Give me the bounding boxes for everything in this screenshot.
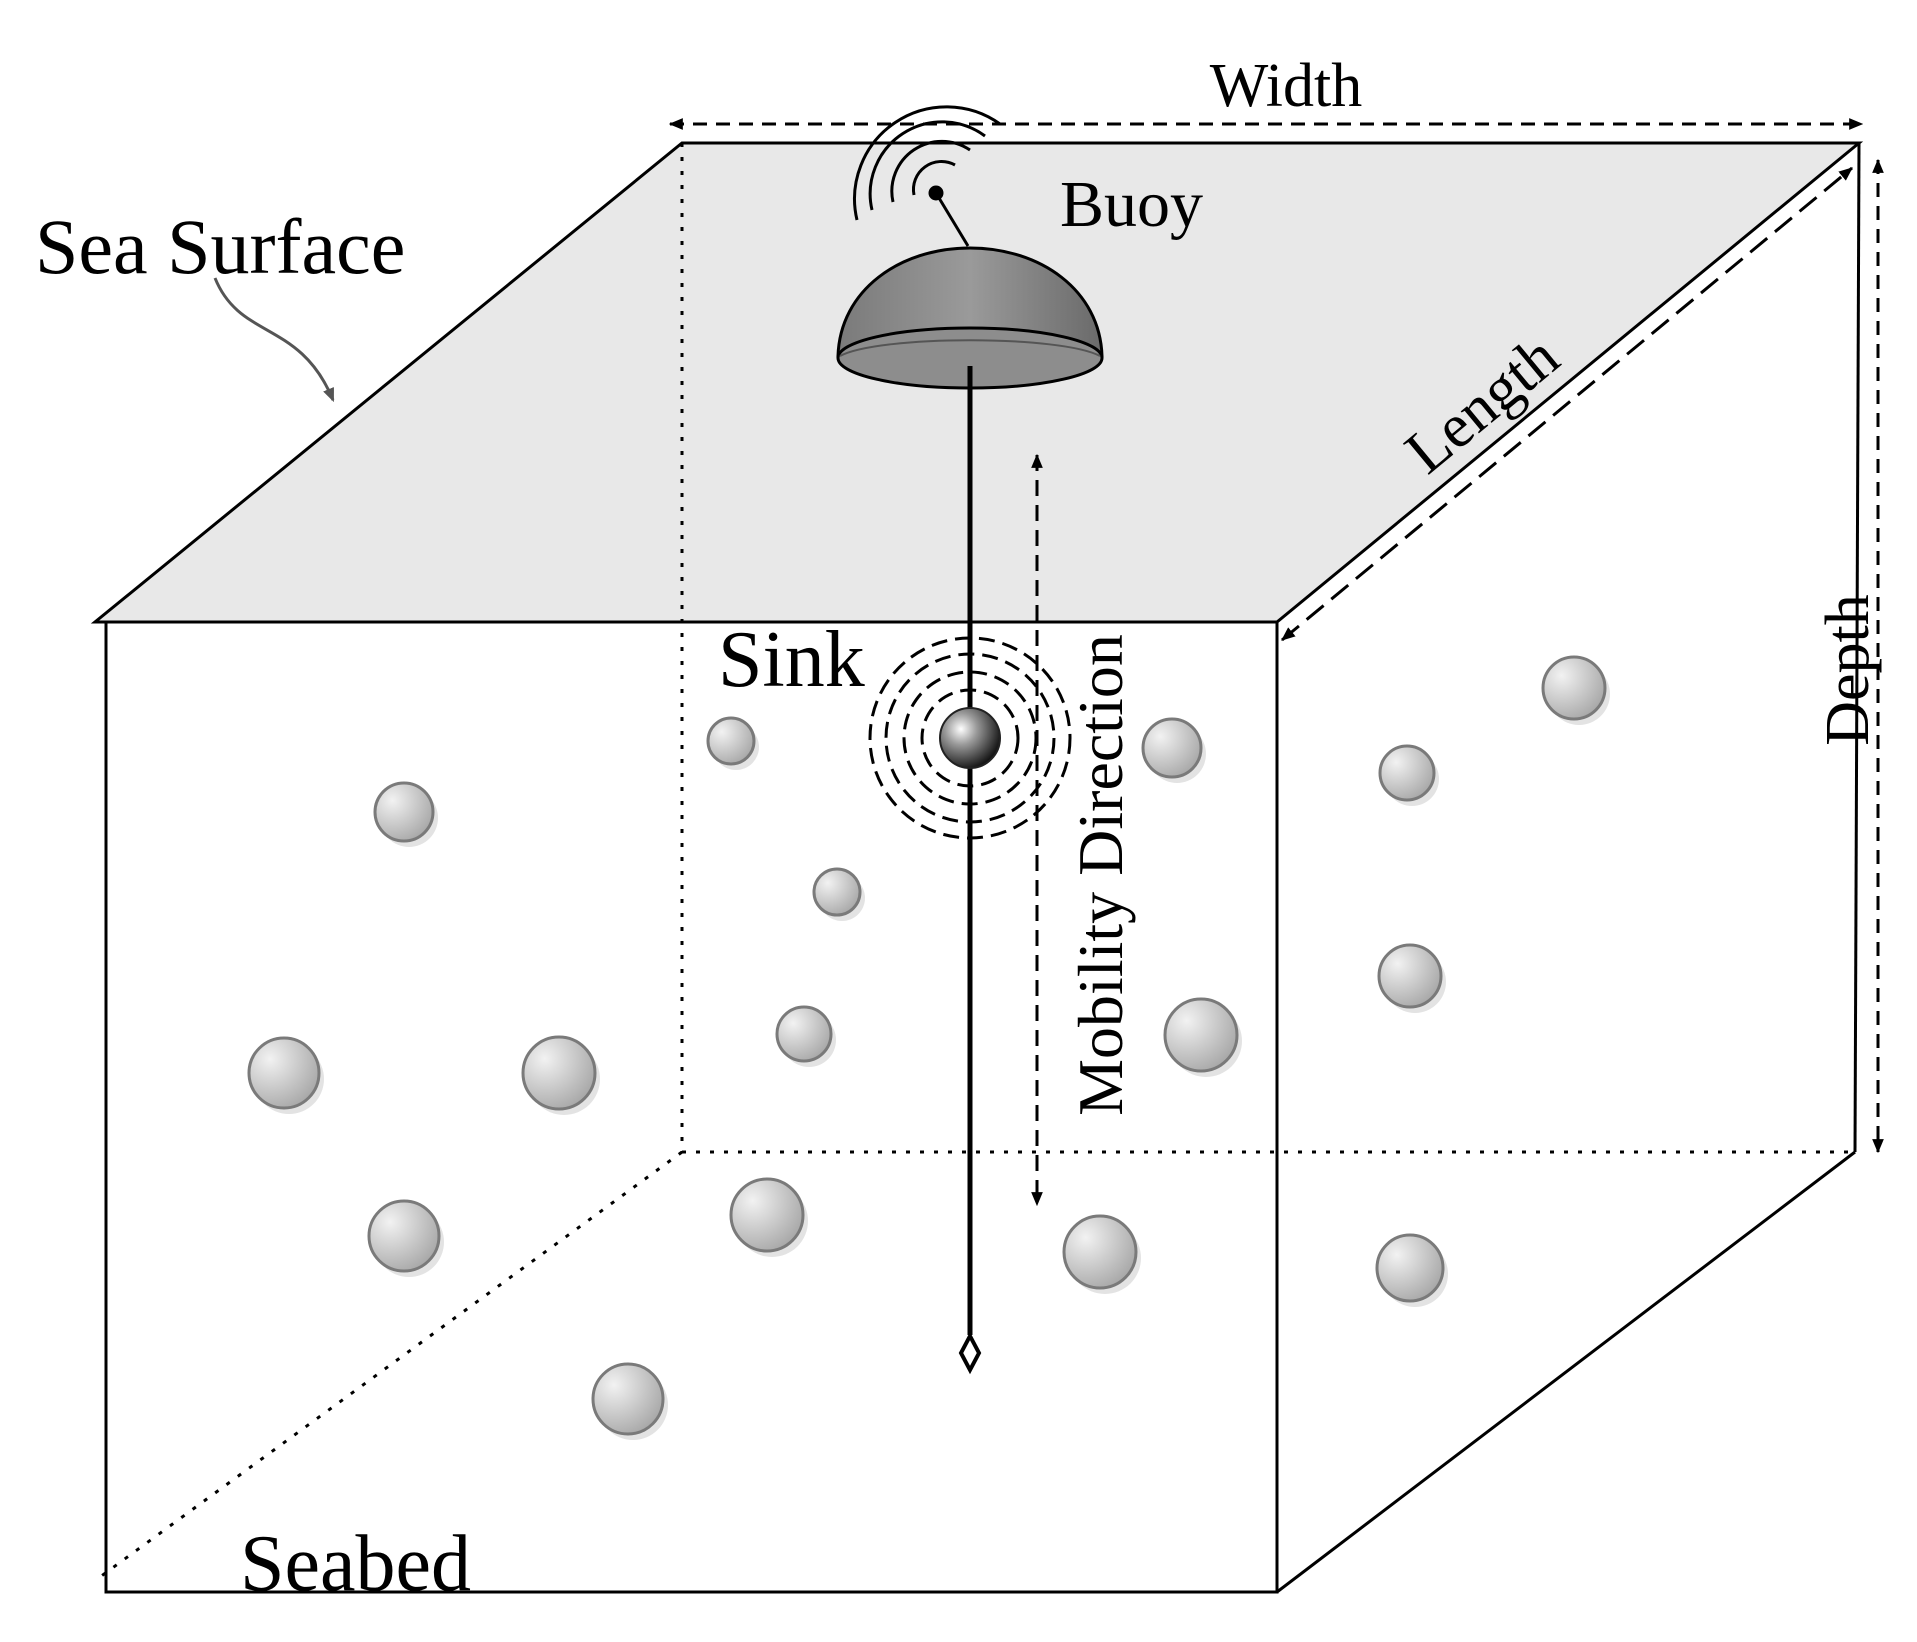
width-label: Width [1210, 52, 1363, 120]
sensor-node-icon [706, 716, 756, 766]
sensor-node-icon [367, 1199, 441, 1273]
sink-signal-rings [868, 636, 1072, 840]
depth-label: Depth [1814, 594, 1882, 746]
mobility-direction-label: Mobility Direction [1065, 634, 1136, 1116]
front-face [104, 620, 1279, 1594]
anchor-diamond-icon [958, 1331, 982, 1375]
sensor-node-icon [1541, 655, 1607, 721]
sensor-node-icon [1141, 717, 1203, 779]
sensor-node-icon [812, 867, 862, 917]
buoy-dome-icon [836, 246, 1104, 390]
sea-surface-pointer [213, 277, 335, 403]
sensor-node-icon [729, 1177, 805, 1253]
seabed-label: Seabed [240, 1520, 471, 1608]
sensor-node-icon [1163, 997, 1239, 1073]
sink-node-icon [939, 707, 1001, 769]
sensor-nodes [247, 655, 1610, 1440]
hidden-edges [99, 143, 1855, 1579]
sensor-node-icon [591, 1362, 665, 1436]
sensor-node-icon [1378, 744, 1436, 802]
sensor-node-icon [1375, 1233, 1445, 1303]
antenna-signal-icon [853, 105, 1001, 247]
sensor-node-icon [775, 1005, 833, 1063]
buoy-label: Buoy [1060, 168, 1203, 241]
sea-surface-label: Sea Surface [35, 203, 405, 290]
sink-label: Sink [718, 616, 865, 704]
sensor-node-icon [521, 1035, 597, 1111]
sensor-node-icon [1062, 1214, 1138, 1290]
length-arrow [1281, 166, 1853, 642]
right-face-edges [1276, 142, 1861, 1594]
sensor-node-icon [247, 1036, 321, 1110]
sensor-node-icon [1377, 943, 1443, 1009]
sensor-node-icon [373, 781, 435, 843]
